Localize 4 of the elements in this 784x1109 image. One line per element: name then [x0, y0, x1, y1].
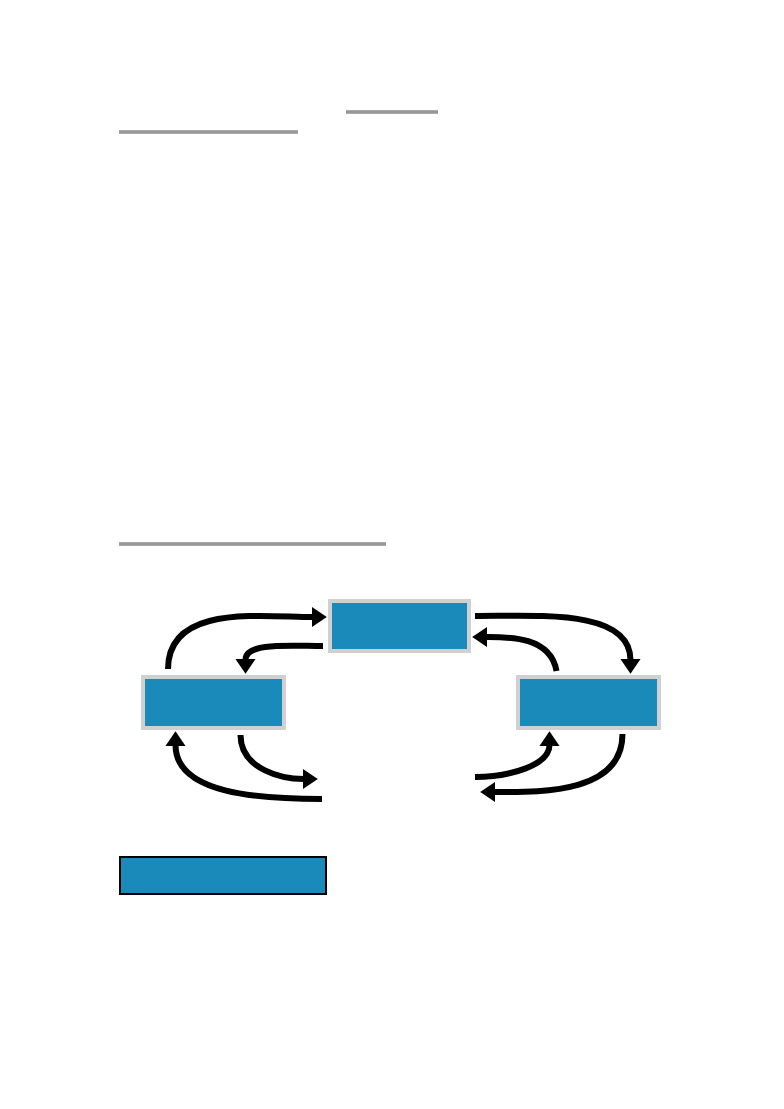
- process-box: [328, 599, 471, 653]
- process-box: [516, 675, 661, 730]
- process-box: [141, 675, 286, 730]
- process-box: [119, 856, 327, 895]
